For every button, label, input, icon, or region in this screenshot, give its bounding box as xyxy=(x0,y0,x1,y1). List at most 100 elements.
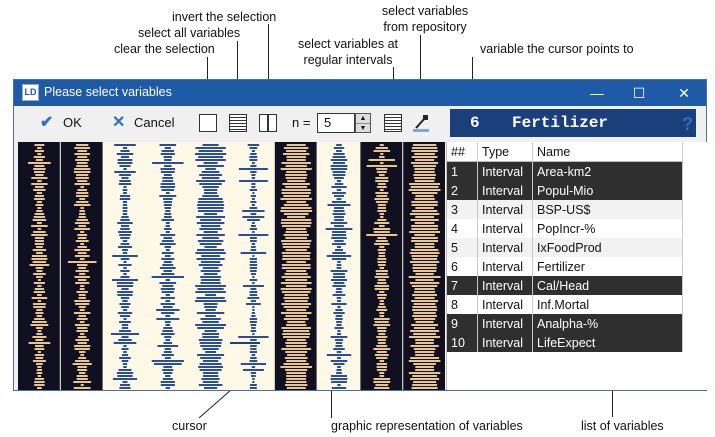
variable-bar xyxy=(75,282,90,284)
variable-bar xyxy=(287,180,306,182)
variable-bar xyxy=(333,147,345,149)
toolbar: ✔ OK ✕ Cancel n = 5 ▲ ▼ 6 Fertilizer ? xyxy=(14,107,706,141)
variable-bar xyxy=(282,243,311,245)
variable-bar xyxy=(285,237,308,239)
clear-selection-button[interactable] xyxy=(199,114,217,132)
variable-bar xyxy=(199,183,222,185)
graphic-panel[interactable] xyxy=(18,142,446,390)
variable-bar xyxy=(78,315,87,317)
select-from-repository-button[interactable] xyxy=(412,114,430,132)
variable-bar xyxy=(120,150,130,152)
variable-bar xyxy=(377,306,386,308)
variable-bar xyxy=(74,360,90,362)
variable-bar xyxy=(332,285,346,287)
variable-bar xyxy=(251,366,256,368)
variable-graphics[interactable] xyxy=(18,142,446,390)
maximize-button[interactable]: ☐ xyxy=(632,85,646,101)
header-num[interactable]: ## xyxy=(447,142,478,162)
variable-bar xyxy=(281,327,311,329)
variable-bar xyxy=(378,252,386,254)
n-interval-input[interactable]: 5 xyxy=(317,113,355,133)
annotation-list: list of variables xyxy=(581,419,664,433)
variable-bar xyxy=(77,189,87,191)
variable-bar xyxy=(197,207,224,209)
variable-bar xyxy=(34,213,45,215)
variable-bar xyxy=(199,243,222,245)
variable-bar xyxy=(74,348,90,350)
variable-bar xyxy=(330,222,348,224)
variable-bar xyxy=(282,333,311,335)
select-all-button[interactable] xyxy=(229,114,247,132)
variable-bar xyxy=(73,312,91,314)
variable-bar xyxy=(80,231,85,233)
variable-bar xyxy=(250,195,257,197)
variable-bar xyxy=(31,297,48,299)
variable-bar xyxy=(74,300,91,302)
variable-bar xyxy=(121,354,129,356)
header-type[interactable]: Type xyxy=(477,142,533,162)
variable-bar xyxy=(331,237,347,239)
cancel-button[interactable]: ✕ Cancel xyxy=(112,112,175,134)
variable-bar xyxy=(201,171,220,173)
variable-bar xyxy=(163,204,172,206)
variable-bar xyxy=(122,381,128,383)
variable-bar xyxy=(122,363,128,365)
variable-bar xyxy=(163,216,172,218)
variable-bar xyxy=(336,180,342,182)
header-name[interactable]: Name xyxy=(532,142,683,162)
variable-bar xyxy=(283,306,309,308)
invert-selection-button[interactable] xyxy=(259,114,277,132)
n-spinner[interactable]: ▲ ▼ xyxy=(355,113,371,133)
minimize-button[interactable]: — xyxy=(590,85,604,101)
variable-bar xyxy=(412,270,437,272)
variable-bar xyxy=(203,162,218,164)
variable-bar xyxy=(80,354,85,356)
variable-bar xyxy=(409,183,441,185)
variable-bar xyxy=(336,333,342,335)
variable-bar xyxy=(414,153,435,155)
variable-bar xyxy=(200,357,222,359)
spin-up-icon[interactable]: ▲ xyxy=(356,114,370,124)
variable-bar xyxy=(197,288,224,290)
variable-bar xyxy=(37,147,42,149)
cursor-variable-display: 6 Fertilizer xyxy=(450,109,696,137)
variable-bar xyxy=(33,171,45,173)
variable-bar xyxy=(34,237,44,239)
variable-bar xyxy=(286,375,307,377)
variable-bar xyxy=(36,270,43,272)
select-regular-intervals-button[interactable] xyxy=(384,114,402,132)
variable-bar xyxy=(31,177,48,179)
variable-bar xyxy=(35,339,44,341)
spin-down-icon[interactable]: ▼ xyxy=(359,125,367,132)
ok-button[interactable]: ✔ OK xyxy=(40,112,82,134)
variable-bar xyxy=(280,198,312,200)
variable-bar xyxy=(286,171,307,173)
variable-bar xyxy=(249,264,258,266)
cell-name: BSP-US$ xyxy=(532,200,683,219)
close-button[interactable]: ✕ xyxy=(678,85,690,101)
variable-bar xyxy=(409,282,440,284)
variable-bar xyxy=(200,219,222,221)
variable-bar xyxy=(374,387,390,389)
title-bar[interactable]: LD Please select variables — ☐ ✕ xyxy=(14,80,706,106)
variable-bar xyxy=(35,327,43,329)
variable-bar xyxy=(32,336,47,338)
help-icon[interactable]: ? xyxy=(682,114,693,134)
variable-bar xyxy=(413,381,437,383)
variable-bar xyxy=(74,276,90,278)
variable-bar xyxy=(203,372,219,374)
variable-bar xyxy=(123,273,127,275)
variable-bar xyxy=(32,303,46,305)
